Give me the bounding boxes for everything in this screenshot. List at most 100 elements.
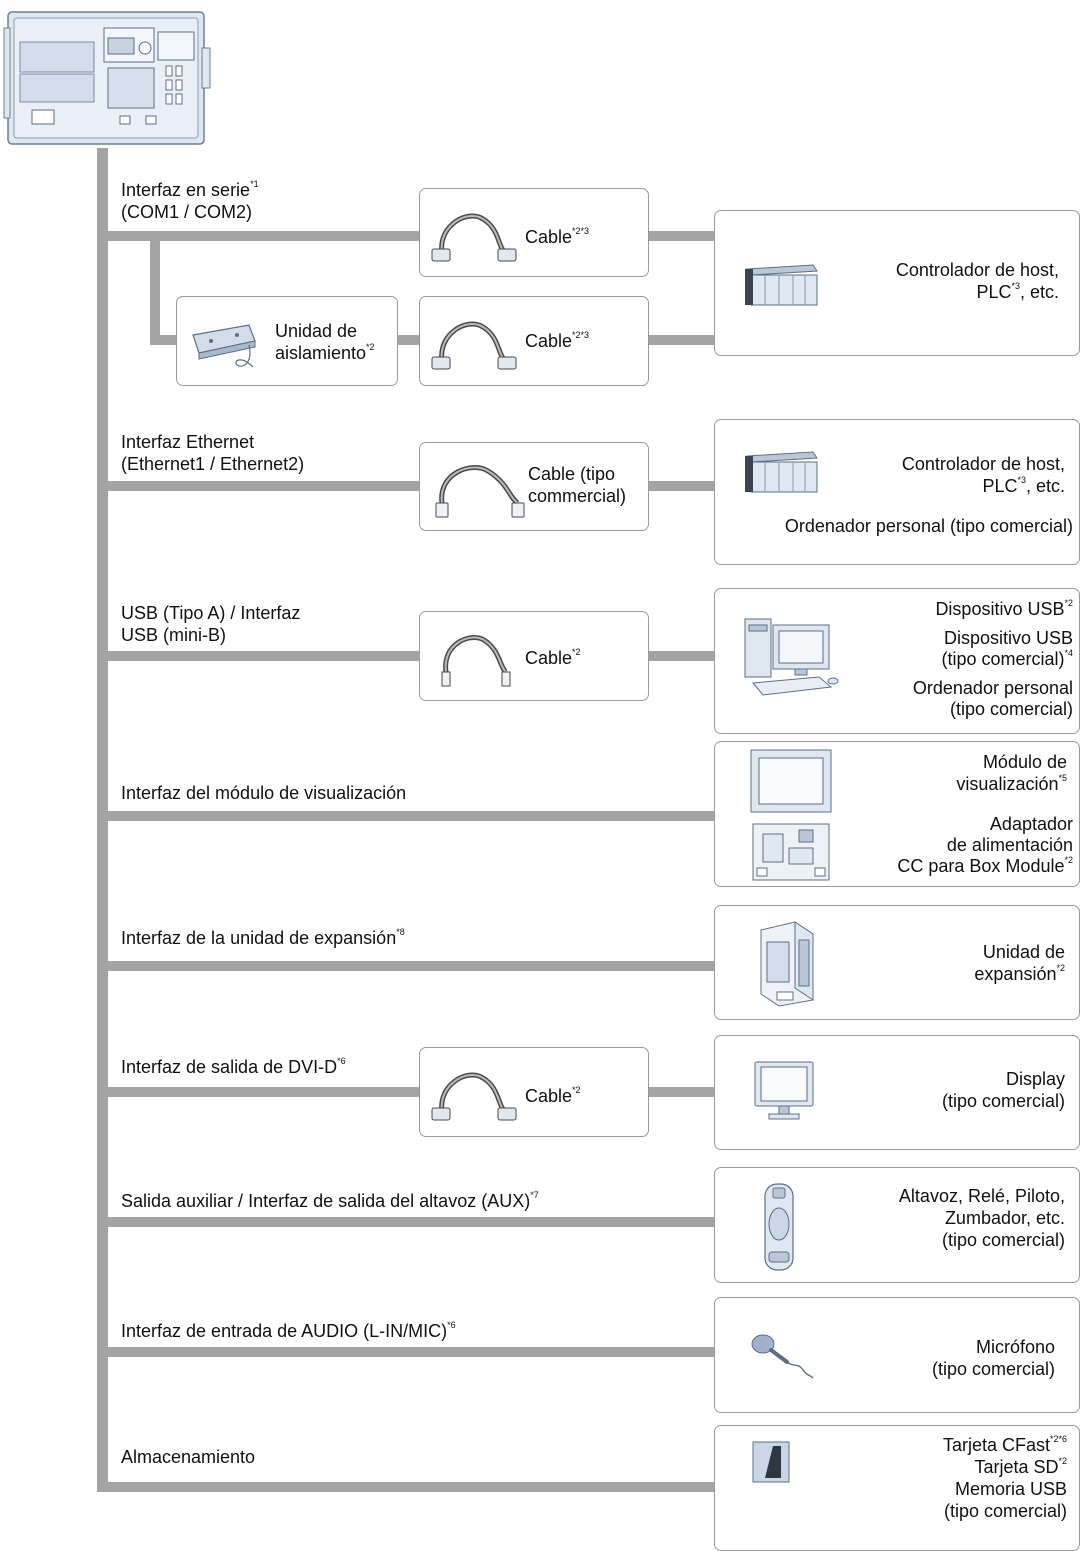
serial-interface-ports: (COM1 / COM2): [121, 202, 253, 222]
aux-device-label: Altavoz, Relé, Piloto, Zumbador, etc. (t…: [899, 1185, 1065, 1251]
cfast-card-note: *2*6: [1049, 1434, 1067, 1444]
serial-cable-2-note: *2*3: [572, 330, 590, 340]
expansion-interface-title: Interfaz de la unidad de expansión: [121, 928, 397, 948]
expansion-unit-label: Unidad de expansión*2: [974, 941, 1065, 985]
personal-computer-icon: [744, 618, 839, 696]
microphone-icon: [751, 1334, 814, 1379]
main-unit-rear-view-illustration: [3, 11, 211, 145]
expansion-unit-box: Unidad de expansión*2: [714, 905, 1080, 1020]
adapter-text-2: de alimentación: [946, 835, 1073, 855]
adapter-note: *2: [1064, 855, 1073, 865]
usb-line: [97, 651, 419, 661]
isolation-unit-note: *2: [366, 342, 375, 352]
usb-cable-icon: [441, 635, 511, 687]
dvi-interface-label: Interfaz de salida de DVI-D*6: [121, 1056, 346, 1078]
serial-cable-box-2: Cable*2*3: [419, 296, 649, 386]
isolation-unit-text-1: Unidad de: [275, 321, 358, 341]
plc-2-note: *3: [1017, 475, 1026, 485]
personal-computer-text: Ordenador personal (tipo comercial): [784, 516, 1073, 536]
serial-cable-1-label: Cable*2*3: [525, 226, 589, 248]
display-label: Display (tipo comercial): [942, 1068, 1065, 1112]
sd-card-text: Tarjeta SD: [974, 1457, 1059, 1477]
plc-2-text: PLC: [982, 476, 1018, 496]
dvi-cable-note: *2: [572, 1085, 581, 1095]
usb-devices-label: Dispositivo USB*2 Dispositivo USB (tipo …: [913, 599, 1073, 720]
display-type: (tipo comercial): [941, 1091, 1065, 1111]
audio-interface-note: *6: [447, 1320, 456, 1330]
sd-card-note: *2: [1058, 1456, 1067, 1466]
display-module-box: Módulo de visualización*5 Adaptador de a…: [714, 741, 1080, 887]
serial-cable-icon: [431, 213, 517, 262]
usb-cable-box: Cable*2: [419, 611, 649, 701]
serial-line: [97, 231, 419, 241]
audio-line: [97, 1347, 716, 1357]
usb-memory-type: (tipo comercial): [943, 1501, 1067, 1521]
ethernet-cable-box: Cable (tipo commercial): [419, 442, 649, 531]
display-module-note: *5: [1058, 773, 1067, 783]
usb-device-note: *2: [1064, 598, 1073, 608]
expansion-unit-note: *2: [1056, 963, 1065, 973]
dvi-interface-note: *6: [337, 1056, 346, 1066]
usb-device-commercial-text: Dispositivo USB: [943, 628, 1073, 648]
display-module-text-2: visualización: [956, 774, 1059, 794]
display-module-interface-label: Interfaz del módulo de visualización: [121, 782, 406, 804]
serial-cable1-out: [648, 231, 716, 241]
audio-interface-label: Interfaz de entrada de AUDIO (L-IN/MIC)*…: [121, 1320, 456, 1342]
dvi-cable-text: Cable: [525, 1086, 573, 1106]
usb-memory-text: Memoria USB: [954, 1479, 1067, 1499]
host-controller-2-text: Controlador de host,: [901, 454, 1065, 474]
expansion-line: [97, 961, 716, 971]
display-text: Display: [1005, 1069, 1065, 1089]
serial-cable-icon: [431, 321, 517, 370]
usb-cable-out: [648, 651, 716, 661]
expansion-unit-icon: [760, 921, 814, 1007]
ethernet-cable-text-2: commercial): [528, 486, 627, 506]
microphone-box: Micrófono (tipo comercial): [714, 1297, 1080, 1413]
storage-interface-label: Almacenamiento: [121, 1446, 255, 1468]
cfast-card-text: Tarjeta CFast: [942, 1435, 1050, 1455]
aux-device-box: Altavoz, Relé, Piloto, Zumbador, etc. (t…: [714, 1167, 1080, 1283]
serial-interface-title: Interfaz en serie: [121, 180, 251, 200]
usb-device-commercial-note: *4: [1064, 648, 1073, 658]
usb-interface-ports: USB (mini-B): [121, 625, 227, 645]
serial-interface-label: Interfaz en serie*1 (COM1 / COM2): [121, 179, 259, 223]
host-controller-box-2: Controlador de host, PLC*3, etc. Ordenad…: [714, 419, 1080, 565]
isolation-unit-label: Unidad de aislamiento*2: [275, 320, 375, 364]
isolation-unit-text-2: aislamiento: [275, 343, 367, 363]
plc-icon: [745, 451, 818, 493]
usb-device-text: Dispositivo USB: [935, 599, 1065, 619]
speaker-icon: [764, 1183, 794, 1271]
expansion-interface-note: *8: [396, 927, 405, 937]
host-controller-1-text: Controlador de host,: [895, 260, 1059, 280]
serial-cable-1-text: Cable: [525, 227, 573, 247]
display-module-label: Módulo de visualización*5: [956, 751, 1067, 795]
microphone-type: (tipo comercial): [931, 1359, 1055, 1379]
display-module-icon: [750, 749, 832, 813]
display-module-line: [97, 811, 716, 821]
usb-device-commercial-type: (tipo comercial): [941, 649, 1065, 669]
ethernet-cable-icon: [435, 465, 525, 518]
personal-computer-label: Ordenador personal (tipo comercial): [785, 515, 1073, 537]
dvi-cable-out: [648, 1087, 716, 1097]
serial-cable2-out: [648, 335, 716, 345]
display-box: Display (tipo comercial): [714, 1035, 1080, 1150]
expansion-interface-label: Interfaz de la unidad de expansión*8: [121, 927, 405, 949]
usb-interface-title: USB (Tipo A) / Interfaz: [121, 603, 301, 623]
display-module-interface-title: Interfaz del módulo de visualización: [121, 783, 407, 803]
adapter-text-1: Adaptador: [989, 814, 1073, 834]
serial-branch-v: [150, 231, 160, 345]
aux-line: [97, 1217, 716, 1227]
plc-2-etc: , etc.: [1025, 476, 1065, 496]
aux-interface-note: *7: [530, 1190, 539, 1200]
usb-cable-note: *2: [572, 647, 581, 657]
aux-device-text-1: Altavoz, Relé, Piloto,: [898, 1186, 1065, 1206]
dvi-cable-box: Cable*2: [419, 1047, 649, 1137]
host-controller-1-label: Controlador de host, PLC*3, etc.: [896, 259, 1059, 303]
ethernet-cable-text-1: Cable (tipo: [528, 464, 616, 484]
ethernet-line: [97, 481, 419, 491]
usb-cable-label: Cable*2: [525, 647, 581, 669]
dvi-cable-icon: [431, 1072, 517, 1121]
microphone-text: Micrófono: [975, 1337, 1055, 1357]
audio-interface-title: Interfaz de entrada de AUDIO (L-IN/MIC): [121, 1321, 448, 1341]
usb-interface-label: USB (Tipo A) / Interfaz USB (mini-B): [121, 602, 300, 646]
